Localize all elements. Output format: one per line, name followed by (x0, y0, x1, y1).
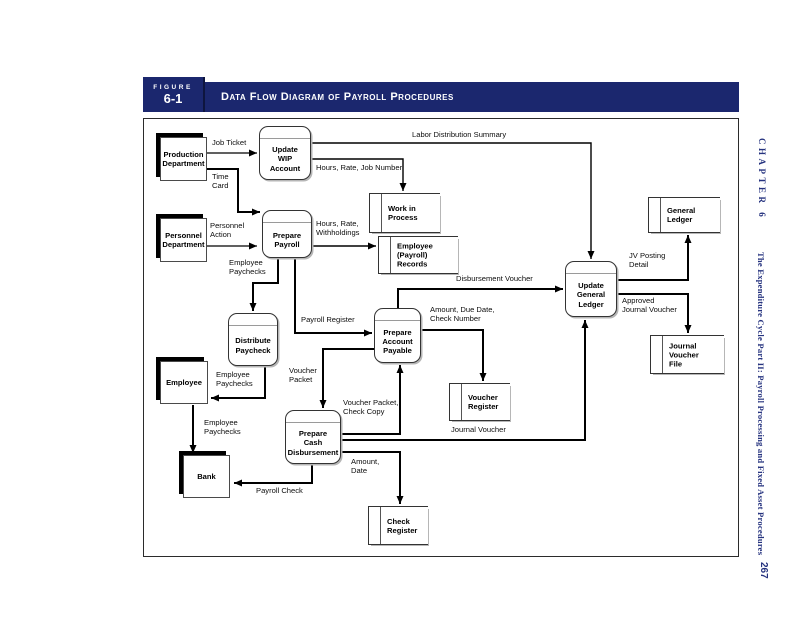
flow-disbursement-voucher (397, 285, 563, 308)
flow-label-payroll-register: Payroll Register (301, 315, 355, 324)
flow-time-card (207, 168, 260, 216)
flow-amount-due-date-check-number (421, 329, 487, 381)
store-journal-voucher-file: Journal Voucher File (650, 335, 724, 374)
process-prepare-payroll: Prepare Payroll (262, 210, 312, 258)
flow-voucher-packet-check-copy (341, 365, 404, 435)
figure-title: Data Flow Diagram of Payroll Procedures (221, 91, 454, 103)
process-prepare-payroll-label: Prepare Payroll (272, 230, 302, 249)
flow-label-jv-posting-detail: JV Posting Detail (629, 251, 666, 270)
flow-jv-posting-detail (617, 235, 692, 281)
flow-payroll-check (234, 464, 313, 487)
entity-employee-label: Employee (166, 377, 202, 387)
flow-label-employee-paychecks-2: Employee Paychecks (216, 370, 253, 389)
store-voucher-register-label: Voucher Register (468, 392, 499, 411)
flow-payroll-register (294, 258, 372, 337)
flow-label-labor-distribution-summary: Labor Distribution Summary (412, 130, 507, 139)
flow-label-amount-date: Amount, Date (351, 457, 380, 476)
figure-title-banner: Data Flow Diagram of Payroll Procedures (143, 82, 739, 112)
process-distribute-paycheck-label: Distribute Paycheck (235, 336, 271, 355)
store-work-in-process: Work in Process (369, 193, 440, 233)
process-update-general-ledger: Update General Ledger (565, 261, 617, 317)
entity-bank-label: Bank (197, 471, 216, 481)
flow-label-hours-rate-withholdings: Hours, Rate, Withholdings (316, 219, 360, 238)
entity-personnel-department: Personnel Department (160, 218, 207, 262)
flow-label-voucher-packet-check-copy: Voucher Packet, Check Copy (343, 398, 399, 417)
flow-label-approved-journal-voucher: Approved Journal Voucher (622, 296, 677, 315)
flow-approved-journal-voucher (617, 293, 692, 333)
figure-number-tag: FIGURE 6-1 (143, 77, 205, 112)
process-header-band (263, 211, 311, 223)
store-voucher-register: Voucher Register (449, 383, 510, 421)
flow-label-hours-rate-job-number: Hours, Rate, Job Number (316, 163, 403, 172)
process-header-band (229, 314, 277, 326)
flow-label-voucher-packet: Voucher Packet (289, 366, 317, 385)
process-prepare-cash-disbursement: Prepare Cash Disbursement (285, 410, 341, 464)
store-employee-payroll-records-label: Employee (Payroll) Records (397, 241, 433, 269)
flow-label-job-ticket: Job Ticket (212, 138, 247, 147)
store-general-ledger-label: General Ledger (667, 205, 696, 224)
process-header-band (566, 262, 616, 274)
process-header-band (375, 309, 420, 321)
figure-number: 6-1 (163, 91, 183, 106)
process-header-band (286, 411, 340, 423)
process-prepare-cash-disbursement-label: Prepare Cash Disbursement (287, 429, 339, 457)
entity-production-department-label: Production Department (162, 149, 205, 168)
flow-label-disbursement-voucher: Disbursement Voucher (456, 274, 533, 283)
flow-label-employee-paychecks-3: Employee Paychecks (204, 418, 241, 437)
flow-employee-paychecks-to-employee (211, 367, 266, 402)
store-check-register: Check Register (368, 506, 428, 545)
flow-label-amount-due-date-check-number: Amount, Due Date, Check Number (430, 305, 495, 324)
flow-label-personnel-action: Personnel Action (210, 221, 245, 240)
store-work-in-process-label: Work in Process (388, 203, 418, 222)
store-check-register-label: Check Register (387, 516, 418, 535)
flow-journal-voucher (341, 320, 589, 441)
running-title: The Expenditure Cycle Part II: Payroll P… (756, 252, 766, 556)
process-distribute-paycheck: Distribute Paycheck (228, 313, 278, 366)
flow-labor-distribution-summary (311, 142, 595, 259)
figure-word: FIGURE (153, 84, 193, 91)
flow-label-journal-voucher: Journal Voucher (451, 425, 506, 434)
flow-employee-paychecks-to-distribute (249, 258, 279, 311)
entity-employee: Employee (160, 361, 208, 404)
flow-amount-date (341, 451, 404, 504)
process-prepare-account-payable-label: Prepare Account Payable (382, 327, 413, 356)
process-update-wip-account-label: Update WIP Account (269, 145, 301, 173)
store-employee-payroll-records: Employee (Payroll) Records (378, 236, 458, 274)
process-header-band (260, 127, 310, 139)
entity-production-department: Production Department (160, 137, 207, 181)
process-update-general-ledger-label: Update General Ledger (576, 281, 606, 309)
store-general-ledger: General Ledger (648, 197, 720, 233)
entity-personnel-department-label: Personnel Department (162, 230, 205, 249)
flow-label-payroll-check: Payroll Check (256, 486, 303, 495)
flow-label-time-card: Time Card (212, 172, 229, 191)
flow-hours-rate-job-number (311, 158, 407, 191)
store-journal-voucher-file-label: Journal Voucher File (669, 340, 699, 369)
process-prepare-account-payable: Prepare Account Payable (374, 308, 421, 363)
flow-label-employee-paychecks-1: Employee Paychecks (229, 258, 266, 277)
chapter-label: CHAPTER 6 (757, 138, 767, 221)
flow-voucher-packet (319, 348, 374, 408)
entity-bank: Bank (183, 455, 230, 498)
process-update-wip-account: Update WIP Account (259, 126, 311, 180)
page-number: 267 (758, 562, 769, 579)
